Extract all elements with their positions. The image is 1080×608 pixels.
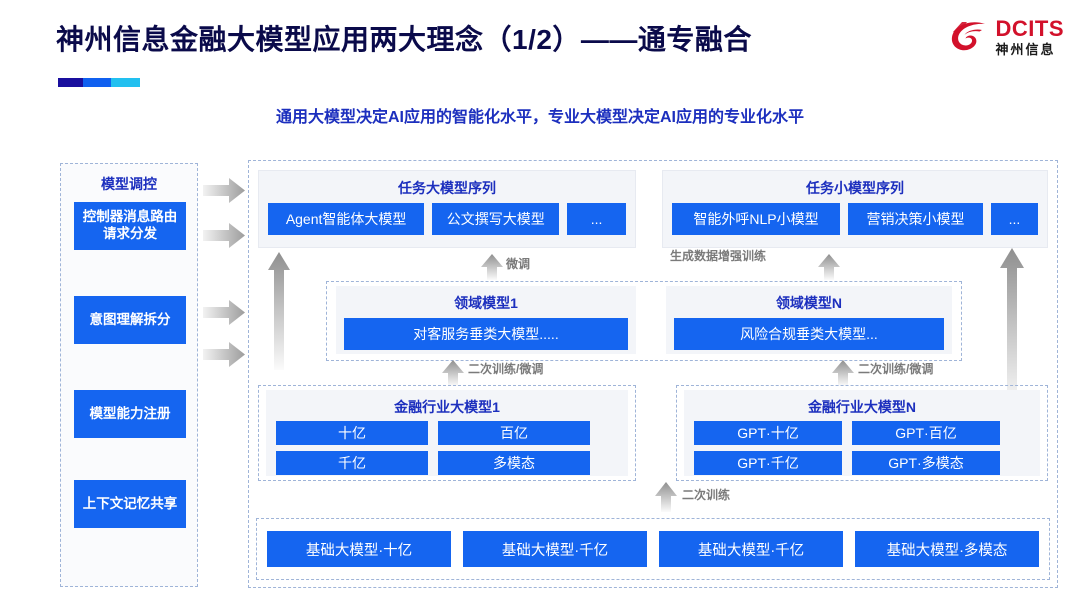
flow-arrow-right-2	[203, 223, 245, 248]
industry-model-n-group: 金融行业大模型N GPT·十亿 GPT·百亿 GPT·千亿 GPT·多模态	[684, 390, 1040, 476]
industry-model-1-container	[258, 385, 636, 481]
industry-model-n-title: 金融行业大模型N	[807, 399, 917, 415]
task-small-model-chips: 智能外呼NLP小模型 营销决策小模型 ...	[663, 198, 1047, 244]
chip-task-small-more[interactable]: ...	[990, 203, 1039, 235]
base-models-container: 基础大模型·十亿 基础大模型·千亿 基础大模型·千亿 基础大模型·多模态	[256, 518, 1050, 580]
brand-logo: DCITS 神州信息	[949, 18, 1065, 56]
control-item-router[interactable]: 控制器消息路由请求分发	[74, 202, 186, 250]
flow-arrow-up-retrain-base	[655, 482, 677, 512]
chip-ind1-hundred-billion[interactable]: 千亿	[276, 451, 428, 475]
domain-model-n-title: 领域模型N	[775, 295, 843, 311]
domain-models-container	[326, 281, 962, 361]
flow-arrow-right-4	[203, 342, 245, 367]
chip-task-large-more[interactable]: ...	[567, 203, 627, 235]
task-large-model-chips: Agent智能体大模型 公文撰写大模型 ...	[259, 198, 635, 244]
chip-marketing-decision-model[interactable]: 营销决策小模型	[848, 203, 983, 235]
control-panel: 模型调控 控制器消息路由请求分发 意图理解拆分 模型能力注册 上下文记忆共享	[60, 163, 198, 587]
page-title: 神州信息金融大模型应用两大理念（1/2）——通专融合	[56, 24, 752, 55]
chip-indn-gpt-billion[interactable]: GPT·十亿	[694, 421, 842, 445]
chip-ind1-ten-billion[interactable]: 百亿	[438, 421, 590, 445]
arrow-label-retrain-finetune-left: 二次训练/微调	[468, 362, 544, 376]
logo-text-cn: 神州信息	[995, 42, 1056, 57]
control-item-memory[interactable]: 上下文记忆共享	[74, 480, 186, 528]
industry-model-n-chips: GPT·十亿 GPT·百亿 GPT·千亿 GPT·多模态	[684, 417, 1040, 479]
flow-arrow-up-right-long	[1000, 248, 1024, 408]
domain-model-n-group: 领域模型N 风险合规垂类大模型...	[666, 286, 952, 354]
chip-base-model-billion[interactable]: 基础大模型·十亿	[267, 531, 451, 567]
accent-segment-3	[111, 78, 140, 87]
control-panel-title: 模型调控	[101, 176, 157, 192]
accent-segment-1	[58, 78, 83, 87]
flow-arrow-up-retrain-left	[442, 360, 464, 386]
arrow-label-retrain-finetune-right: 二次训练/微调	[858, 362, 934, 376]
domain-model-1-group: 领域模型1 对客服务垂类大模型.....	[336, 286, 636, 354]
chip-ind1-billion[interactable]: 十亿	[276, 421, 428, 445]
arrow-label-data-augmentation: 生成数据增强训练	[669, 249, 766, 263]
industry-model-1-group: 金融行业大模型1 十亿 百亿 千亿 多模态	[266, 390, 628, 476]
task-small-model-group: 任务小模型序列 智能外呼NLP小模型 营销决策小模型 ...	[662, 170, 1048, 248]
industry-model-n-container	[676, 385, 1048, 481]
accent-segment-2	[82, 78, 112, 87]
flow-arrow-right-1	[203, 178, 245, 203]
industry-model-1-chips: 十亿 百亿 千亿 多模态	[266, 417, 628, 479]
chip-doc-writing-model[interactable]: 公文撰写大模型	[432, 203, 560, 235]
accent-bar	[58, 78, 140, 87]
task-small-model-title: 任务小模型序列	[806, 180, 904, 196]
chip-indn-gpt-hundred-billion[interactable]: GPT·千亿	[694, 451, 842, 475]
domain-model-1-chips: 对客服务垂类大模型.....	[336, 313, 636, 358]
flow-arrow-up-data-aug	[818, 254, 840, 280]
arrow-label-retrain: 二次训练	[682, 488, 731, 502]
chip-outbound-nlp-model[interactable]: 智能外呼NLP小模型	[672, 203, 841, 235]
chip-ind1-multimodal[interactable]: 多模态	[438, 451, 590, 475]
chip-base-model-hundred-billion[interactable]: 基础大模型·千亿	[463, 531, 647, 567]
architecture-container	[248, 160, 1058, 588]
page-subtitle: 通用大模型决定AI应用的智能化水平，专业大模型决定AI应用的专业化水平	[275, 109, 804, 126]
domain-model-1-title: 领域模型1	[454, 295, 518, 311]
flow-arrow-up-retrain-right	[832, 360, 854, 386]
flow-arrow-right-3	[203, 300, 245, 325]
arrow-label-finetune: 微调	[506, 257, 531, 271]
chip-indn-gpt-multimodal[interactable]: GPT·多模态	[852, 451, 1000, 475]
flow-arrow-up-left-long	[268, 252, 290, 370]
chip-base-model-trillion[interactable]: 基础大模型·千亿	[659, 531, 843, 567]
industry-model-1-title: 金融行业大模型1	[394, 399, 500, 415]
chip-agent-model[interactable]: Agent智能体大模型	[268, 203, 425, 235]
chip-base-model-multimodal[interactable]: 基础大模型·多模态	[855, 531, 1039, 567]
logo-text-en: DCITS	[995, 16, 1064, 41]
chip-customer-service-vertical-model[interactable]: 对客服务垂类大模型.....	[344, 318, 628, 350]
control-item-intent[interactable]: 意图理解拆分	[74, 296, 186, 344]
flow-arrow-up-finetune	[481, 254, 503, 280]
chip-risk-compliance-vertical-model[interactable]: 风险合规垂类大模型...	[674, 318, 944, 350]
domain-model-n-chips: 风险合规垂类大模型...	[666, 313, 952, 358]
task-large-model-title: 任务大模型序列	[398, 180, 496, 196]
control-item-registry[interactable]: 模型能力注册	[74, 390, 186, 438]
dcits-swoosh-icon	[951, 22, 985, 51]
task-large-model-group: 任务大模型序列 Agent智能体大模型 公文撰写大模型 ...	[258, 170, 636, 248]
chip-indn-gpt-ten-billion[interactable]: GPT·百亿	[852, 421, 1000, 445]
